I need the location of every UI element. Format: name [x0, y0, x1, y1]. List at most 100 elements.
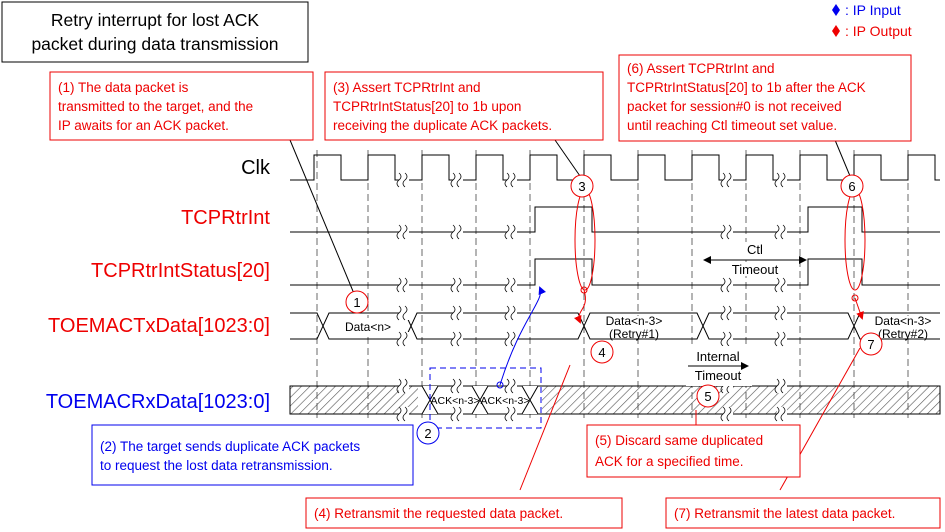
- break-mark: [510, 331, 516, 347]
- break-gap: [777, 225, 787, 239]
- legend-input-label: : IP Input: [845, 2, 901, 18]
- rx-ack-1-label: ACK<n-3>: [430, 395, 479, 407]
- break-mark: [510, 172, 516, 188]
- break-mark: [402, 224, 408, 240]
- break-gap: [399, 379, 409, 393]
- break-gap: [507, 332, 517, 346]
- break-gap: [507, 407, 517, 421]
- marker-1: 1: [345, 290, 369, 314]
- leader-line-1: [289, 139, 356, 297]
- retry1-arrow: [574, 289, 586, 324]
- break-mark: [780, 172, 786, 188]
- break-mark: [396, 305, 402, 321]
- marker-4: 4: [590, 340, 614, 364]
- tcprtrint-waveform: [290, 206, 940, 233]
- break-mark: [510, 305, 516, 321]
- internal-timeout-label: Timeout: [695, 368, 742, 383]
- break-gap: [723, 332, 733, 346]
- break-mark: [720, 331, 726, 347]
- break-mark: [726, 305, 732, 321]
- highlight-ellipse-6: [844, 189, 866, 291]
- break-mark: [504, 277, 510, 293]
- break-gap: [777, 332, 787, 346]
- marker-3: 3: [570, 174, 594, 198]
- break-mark: [510, 406, 516, 422]
- break-mark: [504, 378, 510, 394]
- break-mark: [774, 224, 780, 240]
- break-gap: [777, 306, 787, 320]
- note-7: (7) Retransmit the latest data packet.: [665, 497, 941, 529]
- signal-tcprtrintstatus: TCPRtrIntStatus[20]: [91, 260, 270, 282]
- leader-line-3: [554, 139, 581, 177]
- break-mark: [780, 331, 786, 347]
- break-mark: [456, 378, 462, 394]
- break-mark: [726, 406, 732, 422]
- break-mark: [774, 378, 780, 394]
- svg-text:2: 2: [424, 426, 431, 441]
- break-gap: [399, 173, 409, 187]
- note-3: (3) Assert TCPRtrInt and TCPRtrIntStatus…: [324, 71, 604, 141]
- break-mark: [780, 224, 786, 240]
- signal-tcprtrint: TCPRtrInt: [181, 207, 270, 229]
- break-mark: [726, 331, 732, 347]
- note-1: (1) The data packet is transmitted to th…: [49, 71, 314, 141]
- break-gap: [453, 407, 463, 421]
- svg-text:5: 5: [704, 389, 711, 404]
- output-diamond-icon: [832, 25, 840, 37]
- break-mark: [720, 172, 726, 188]
- rx-data-bus: ACK<n-3> ACK<n-3>: [289, 367, 941, 429]
- retry1-origin-dot: [580, 286, 588, 294]
- break-gap: [507, 225, 517, 239]
- svg-text:6: 6: [848, 179, 855, 194]
- break-gap: [723, 306, 733, 320]
- break-mark: [504, 305, 510, 321]
- break-mark: [402, 172, 408, 188]
- input-diamond-icon: [832, 4, 840, 16]
- svg-text:(2) The target sends duplicate: (2) The target sends duplicate ACK packe…: [100, 439, 364, 473]
- note-4: (4) Retransmit the requested data packet…: [305, 497, 623, 529]
- svg-text:(6) Assert TCPRtrInt and: (6) Assert TCPRtrInt and TCPRtrIntStatus…: [627, 61, 869, 133]
- break-mark: [780, 378, 786, 394]
- marker-5: 5: [696, 384, 720, 408]
- break-mark: [720, 406, 726, 422]
- ctl-timeout: Ctl Timeout: [703, 242, 807, 277]
- break-marks: [396, 172, 787, 422]
- note-6: (6) Assert TCPRtrInt and TCPRtrIntStatus…: [618, 54, 912, 142]
- svg-text:(7) Retransmit the latest data: (7) Retransmit the latest data packet.: [674, 506, 895, 521]
- break-mark: [396, 331, 402, 347]
- break-mark: [774, 277, 780, 293]
- legend-output-label: : IP Output: [845, 23, 912, 39]
- tx-data-n-label: Data<n>: [345, 320, 391, 334]
- tx-retry2-label-1: Data<n-3>: [875, 314, 932, 328]
- ctl-label: Ctl: [747, 242, 763, 257]
- break-mark: [510, 277, 516, 293]
- retry2-origin-dot: [851, 294, 859, 302]
- tx-data-bus: Data<n> Data<n-3> (Retry#1) Data<n-3> (R…: [290, 312, 940, 341]
- svg-text:(3) Assert TCPRtrInt and: (3) Assert TCPRtrInt and TCPRtrIntStatus…: [333, 80, 552, 133]
- break-mark: [504, 406, 510, 422]
- svg-text:(4) Retransmit the requested d: (4) Retransmit the requested data packet…: [314, 506, 563, 521]
- break-gap: [777, 407, 787, 421]
- ctl-timeout-label: Timeout: [732, 262, 779, 277]
- break-mark: [510, 378, 516, 394]
- break-mark: [402, 378, 408, 394]
- break-gap: [777, 173, 787, 187]
- break-mark: [456, 172, 462, 188]
- break-mark: [720, 305, 726, 321]
- title-box: Retry interrupt for lost ACK packet duri…: [1, 1, 309, 63]
- marker-7: 7: [859, 332, 883, 356]
- break-gap: [453, 332, 463, 346]
- break-mark: [456, 305, 462, 321]
- break-gap: [399, 332, 409, 346]
- break-mark: [450, 378, 456, 394]
- break-mark: [726, 172, 732, 188]
- break-mark: [396, 277, 402, 293]
- break-mark: [774, 331, 780, 347]
- time-gridlines: [316, 150, 909, 418]
- marker-6: 6: [840, 174, 864, 198]
- break-mark: [450, 224, 456, 240]
- internal-timeout: Internal Timeout: [686, 346, 752, 386]
- break-gap: [723, 225, 733, 239]
- svg-text:(1) The data packet is t: (1) The data packet is transmitted to th…: [58, 80, 257, 133]
- break-mark: [504, 331, 510, 347]
